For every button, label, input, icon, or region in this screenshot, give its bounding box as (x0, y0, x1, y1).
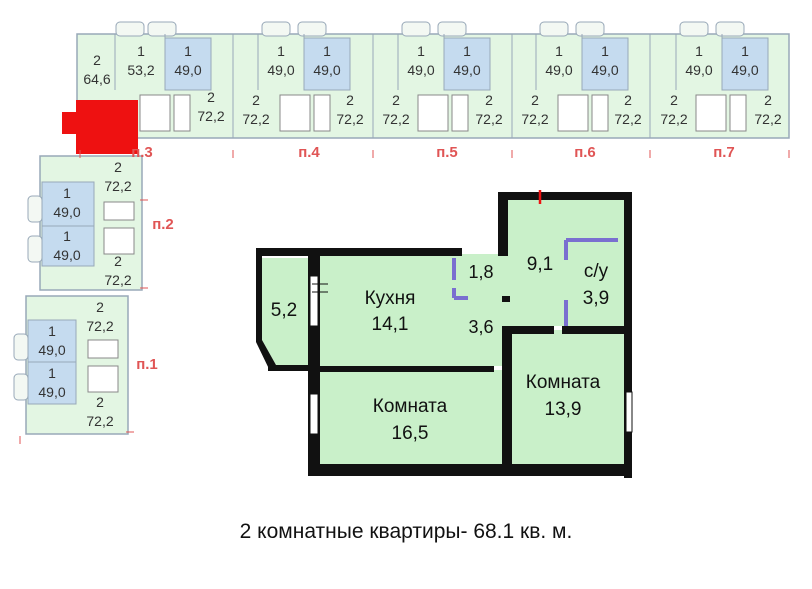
unit-area: 72,2 (754, 111, 781, 127)
highlighted-apartment (76, 100, 138, 154)
unit-rooms: 2 (624, 92, 632, 108)
unit-area: 72,2 (242, 111, 269, 127)
unit-area: 49,0 (591, 62, 618, 78)
unit-rooms: 2 (485, 92, 493, 108)
floor-plan-drawing: п.3 п.4 п.5 п.6 п.7 п.2 п.1 2 64,6 1 53,… (13, 21, 790, 478)
unit-area: 49,0 (313, 62, 340, 78)
unit-area: 72,2 (104, 178, 131, 194)
unit-rooms: 1 (555, 43, 563, 59)
room-1 (320, 370, 510, 464)
section-label-3: п.3 (131, 144, 153, 161)
unit-rooms: 1 (417, 43, 425, 59)
kitchen-room (320, 254, 510, 366)
room-2 (510, 330, 628, 464)
unit-rooms: 2 (346, 92, 354, 108)
hall-area: 9,1 (527, 254, 553, 275)
corridor-area: 3,6 (468, 317, 493, 337)
section-label-6: п.6 (574, 144, 596, 161)
building-section-1 (25, 295, 129, 435)
unit-rooms: 2 (392, 92, 400, 108)
section-label-7: п.7 (713, 144, 735, 161)
unit-area: 72,2 (475, 111, 502, 127)
unit-rooms: 1 (63, 228, 71, 244)
unit-rooms: 2 (252, 92, 260, 108)
bathroom-area: 3,9 (583, 288, 609, 309)
unit-area: 72,2 (86, 413, 113, 429)
unit-rooms: 2 (93, 52, 101, 68)
unit-area: 64,6 (83, 71, 110, 87)
unit-rooms: 2 (96, 394, 104, 410)
unit-area: 49,0 (267, 62, 294, 78)
unit-area: 49,0 (38, 384, 65, 400)
unit-rooms: 1 (601, 43, 609, 59)
kitchen-name: Кухня (365, 288, 416, 309)
unit-area: 49,0 (38, 342, 65, 358)
unit-area: 49,0 (453, 62, 480, 78)
unit-area: 72,2 (660, 111, 687, 127)
apartment-plan: 5,2 Кухня 14,1 1,8 3,6 9,1 с/у 3,9 Комна… (256, 190, 633, 478)
unit-area: 49,0 (174, 62, 201, 78)
unit-area: 72,2 (382, 111, 409, 127)
unit-rooms: 2 (114, 253, 122, 269)
unit-rooms: 1 (184, 43, 192, 59)
unit-rooms: 1 (741, 43, 749, 59)
section-label-4: п.4 (298, 144, 320, 161)
unit-rooms: 2 (670, 92, 678, 108)
unit-area: 49,0 (407, 62, 434, 78)
room1-area: 16,5 (392, 423, 429, 444)
unit-area: 49,0 (53, 204, 80, 220)
unit-area: 49,0 (53, 247, 80, 263)
caption: 2 комнатные квартиры- 68.1 кв. м. (239, 520, 573, 543)
unit-rooms: 2 (207, 89, 215, 105)
unit-rooms: 1 (48, 365, 56, 381)
unit-area: 72,2 (614, 111, 641, 127)
unit-rooms: 2 (114, 159, 122, 175)
unit-area: 53,2 (127, 62, 154, 78)
balcony-area: 5,2 (271, 300, 297, 321)
unit-area: 49,0 (731, 62, 758, 78)
unit-area: 72,2 (521, 111, 548, 127)
unit-area: 49,0 (545, 62, 572, 78)
section-label-5: п.5 (436, 144, 458, 161)
unit-rooms: 2 (96, 299, 104, 315)
bathroom-name: с/у (584, 261, 609, 282)
unit-rooms: 1 (323, 43, 331, 59)
unit-area: 72,2 (336, 111, 363, 127)
room1-name: Комната (373, 396, 448, 417)
unit-rooms: 1 (463, 43, 471, 59)
unit-area: 72,2 (104, 272, 131, 288)
pantry-area: 1,8 (468, 262, 493, 282)
room2-area: 13,9 (545, 399, 582, 420)
unit-rooms: 1 (63, 185, 71, 201)
section-label-2: п.2 (152, 216, 174, 233)
unit-rooms: 1 (695, 43, 703, 59)
unit-area: 49,0 (685, 62, 712, 78)
unit-area: 72,2 (86, 318, 113, 334)
section-label-1: п.1 (136, 356, 158, 373)
kitchen-area: 14,1 (372, 314, 409, 335)
site-plan: п.3 п.4 п.5 п.6 п.7 п.2 п.1 2 64,6 1 53,… (13, 21, 790, 444)
unit-rooms: 1 (277, 43, 285, 59)
unit-area: 72,2 (197, 108, 224, 124)
balcony-room (262, 258, 312, 365)
unit-rooms: 1 (48, 323, 56, 339)
unit-rooms: 2 (764, 92, 772, 108)
room2-name: Комната (526, 372, 601, 393)
unit-rooms: 1 (137, 43, 145, 59)
unit-rooms: 2 (531, 92, 539, 108)
